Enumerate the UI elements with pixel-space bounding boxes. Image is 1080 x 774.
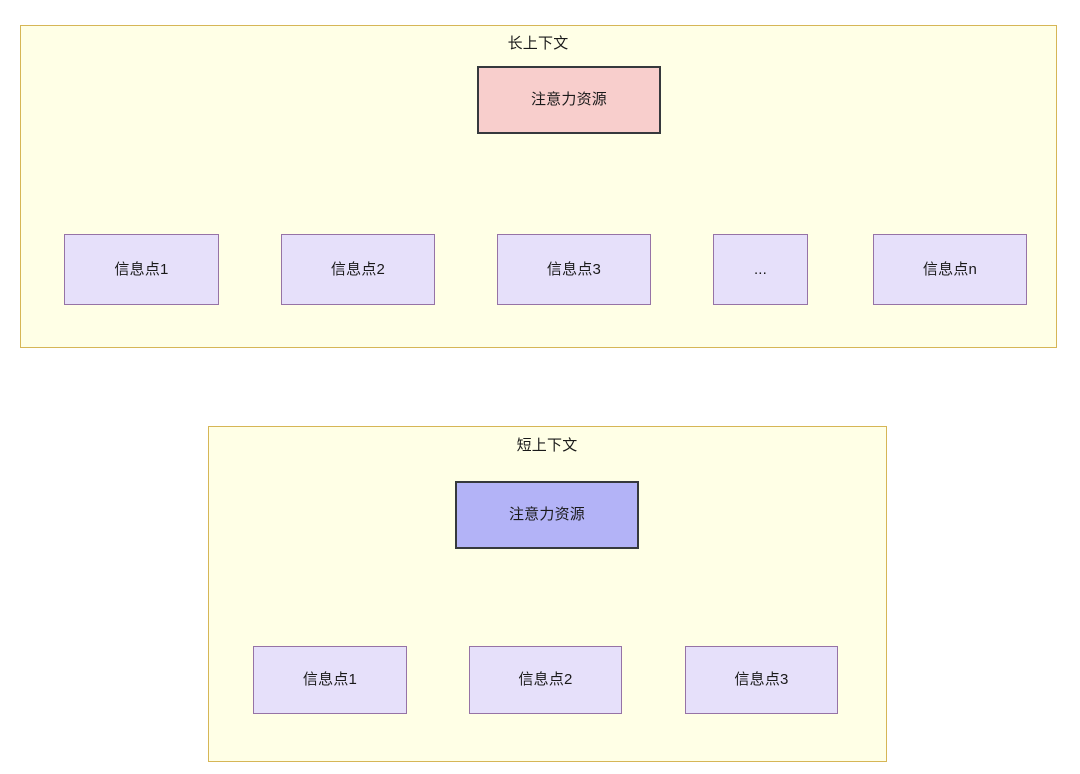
node-attention-resource-short[interactable]: 注意力资源 [455,481,639,549]
node-info-point-1-short[interactable]: 信息点1 [253,646,407,714]
node-label: 信息点2 [518,671,573,688]
node-label: 信息点1 [302,671,358,688]
node-info-point-ellipsis-long[interactable]: ... [713,234,808,305]
node-info-point-1-long[interactable]: 信息点1 [64,234,219,305]
node-label: 信息点3 [546,260,602,278]
node-label: 信息点3 [734,671,789,688]
node-info-point-2-short[interactable]: 信息点2 [469,646,622,714]
node-info-point-n-long[interactable]: 信息点n [873,234,1027,305]
node-label: 信息点n [922,260,978,278]
node-label: 注意力资源 [508,506,585,523]
group-title-long-context: 长上下文 [507,35,569,52]
node-label: ... [753,260,768,278]
node-info-point-3-long[interactable]: 信息点3 [497,234,651,305]
group-title-short-context: 短上下文 [516,437,578,454]
node-label: 注意力资源 [530,91,607,108]
node-label: 信息点1 [114,260,169,278]
node-info-point-2-long[interactable]: 信息点2 [281,234,435,305]
node-attention-resource-long[interactable]: 注意力资源 [477,66,661,134]
node-info-point-3-short[interactable]: 信息点3 [685,646,838,714]
node-label: 信息点2 [330,260,386,278]
